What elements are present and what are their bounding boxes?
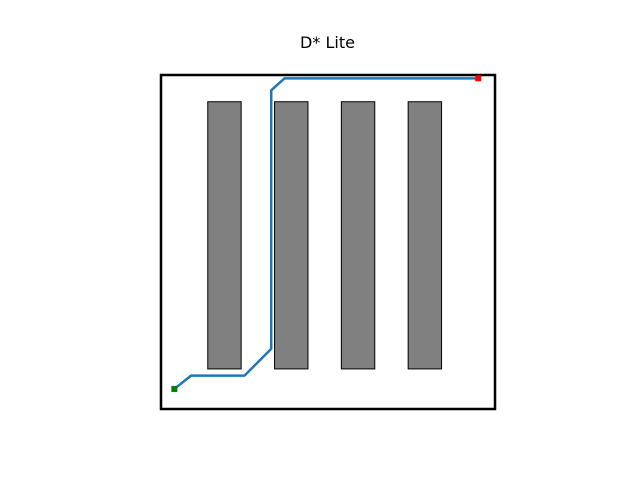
planned-path: [173, 77, 479, 390]
obstacle-2: [274, 101, 309, 370]
obstacle-group: [207, 101, 443, 370]
obstacle-1: [207, 101, 242, 370]
obstacle-4: [407, 101, 443, 370]
obstacle-3: [340, 101, 376, 370]
goal-marker: [475, 75, 482, 82]
diagram-title: D* Lite: [300, 33, 355, 52]
start-marker: [171, 385, 178, 392]
